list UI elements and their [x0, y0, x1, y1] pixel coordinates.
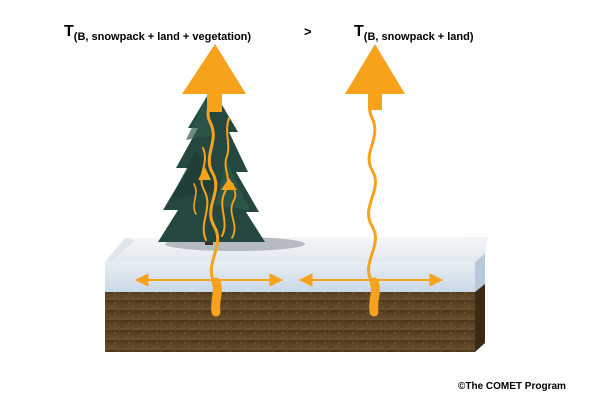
copyright-credit: ©The COMET Program	[458, 381, 566, 392]
left-brightness-temperature-label: T(B, snowpack + land + vegetation)	[64, 23, 251, 41]
comparison-operator: >	[304, 24, 312, 39]
up-arrow-icon	[345, 44, 405, 110]
left-label-symbol: T	[64, 23, 74, 40]
left-label-subscript: (B, snowpack + land + vegetation)	[74, 31, 251, 43]
right-emission-group	[369, 88, 376, 312]
right-label-symbol: T	[354, 23, 364, 40]
soil-layer	[105, 282, 485, 352]
right-brightness-temperature-label: T(B, snowpack + land)	[354, 23, 474, 41]
up-arrow-icon	[182, 44, 246, 112]
soil-emission-band	[374, 282, 376, 312]
soil-emission-band	[216, 282, 218, 312]
right-label-subscript: (B, snowpack + land)	[364, 31, 474, 43]
